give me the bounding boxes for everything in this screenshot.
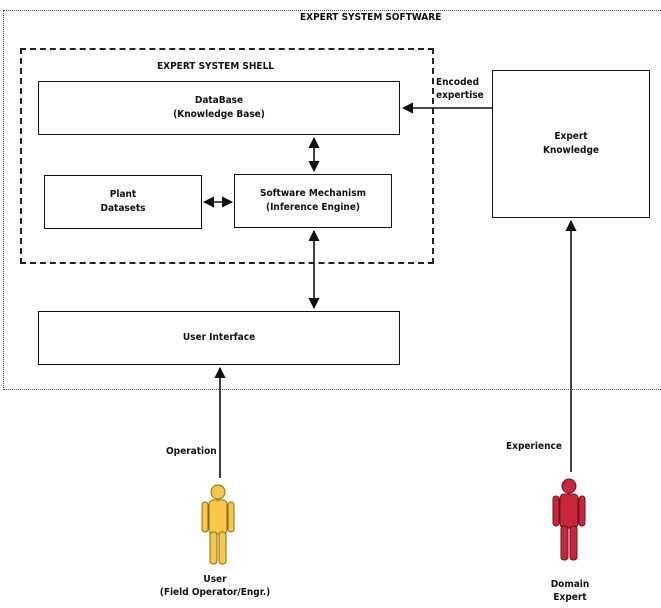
inference-engine-sublabel: (Inference Engine) — [265, 202, 361, 213]
database-label: DataBase — [194, 95, 244, 106]
domain-expert-label-1: Domain — [550, 579, 590, 590]
user-role-label: (Field Operator/Engr.) — [159, 587, 271, 598]
encoded-label-2: expertise — [436, 90, 484, 101]
expert-system-shell-title: EXPERT SYSTEM SHELL — [157, 61, 275, 72]
user-label: User — [203, 574, 227, 585]
expert-knowledge-label-1: Expert — [554, 131, 588, 142]
expert-system-software-boundary — [3, 10, 661, 390]
experience-label: Experience — [506, 441, 562, 452]
database-box: DataBase (Knowledge Base) — [38, 81, 400, 135]
expert-knowledge-box: Expert Knowledge — [492, 70, 650, 218]
plant-datasets-label-2: Datasets — [100, 203, 146, 214]
user-interface-box: User Interface — [38, 311, 400, 365]
inference-engine-label: Software Mechanism — [259, 188, 366, 199]
domain-expert-label-2: Expert — [553, 592, 587, 603]
user-icon — [201, 484, 235, 565]
encoded-expertise-label: Encoded expertise — [436, 76, 492, 102]
database-sublabel: (Knowledge Base) — [173, 109, 265, 120]
user-caption: User (Field Operator/Engr.) — [150, 573, 280, 599]
operation-label: Operation — [166, 446, 217, 457]
domain-expert-icon — [552, 478, 586, 561]
encoded-label-1: Encoded — [436, 77, 480, 88]
user-interface-label: User Interface — [182, 332, 256, 343]
plant-datasets-label-1: Plant — [109, 189, 137, 200]
inference-engine-box: Software Mechanism (Inference Engine) — [234, 174, 392, 228]
expert-system-software-title: EXPERT SYSTEM SOFTWARE — [300, 12, 442, 23]
plant-datasets-box: Plant Datasets — [44, 175, 202, 229]
expert-knowledge-label-2: Knowledge — [542, 145, 600, 156]
domain-expert-caption: Domain Expert — [530, 578, 610, 604]
expert-system-shell-boundary — [20, 48, 434, 264]
